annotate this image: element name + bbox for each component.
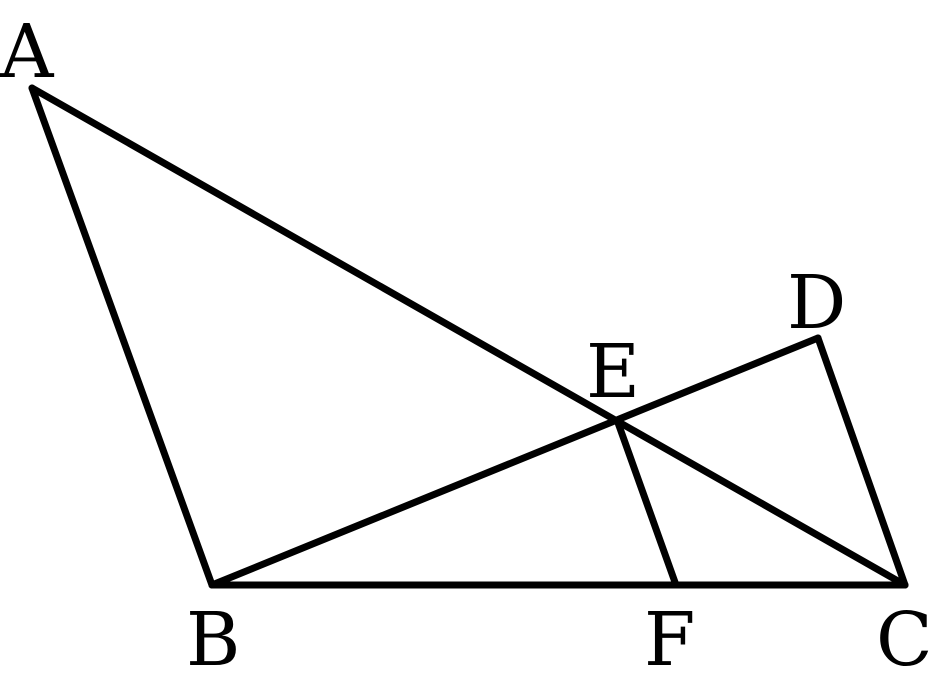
- label-b: B: [186, 597, 240, 683]
- segment-ac: [28, 84, 909, 589]
- segment-ef: [613, 416, 680, 589]
- label-e: E: [586, 329, 640, 415]
- label-a: A: [0, 9, 55, 95]
- label-c: C: [876, 597, 933, 683]
- segment-ab: [28, 84, 216, 589]
- segment-dc: [814, 334, 909, 589]
- segment-bd: [208, 334, 822, 589]
- label-f: F: [644, 597, 695, 683]
- label-d: D: [787, 260, 846, 346]
